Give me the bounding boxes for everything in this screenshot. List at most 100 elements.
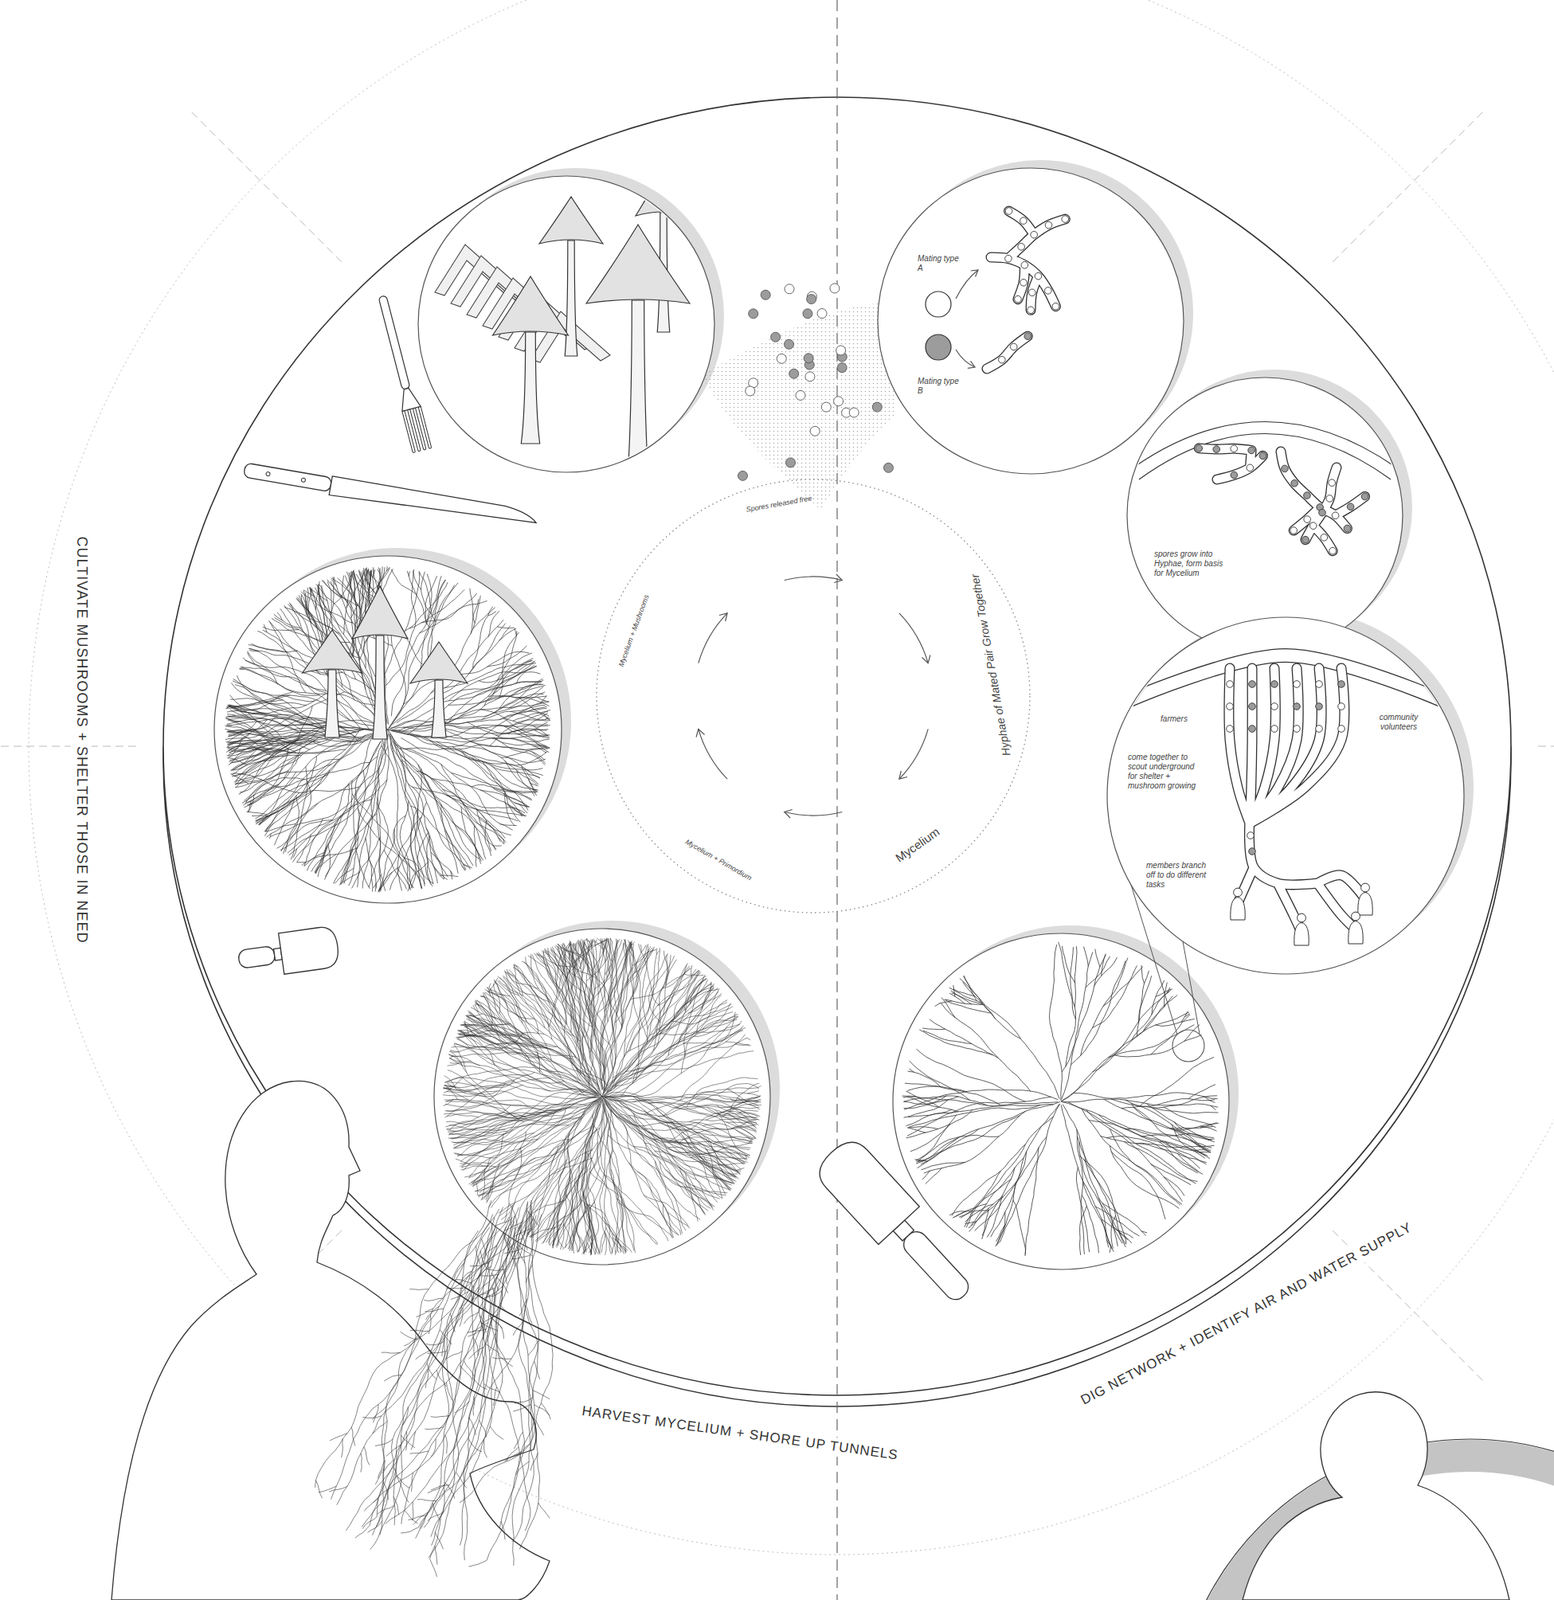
nucleus-dot: [1230, 445, 1238, 453]
person-head: [1297, 913, 1307, 923]
mycelium-network: [902, 942, 1219, 1257]
hypha-outline: [1229, 668, 1366, 933]
cycle-arrow: [784, 576, 843, 580]
knife-handle: [242, 462, 332, 492]
spore: [806, 294, 817, 305]
nucleus-dot: [1291, 479, 1299, 487]
node-shape: [596, 479, 1030, 913]
person-head: [1233, 888, 1243, 897]
spore: [837, 363, 847, 373]
nucleus-dot: [1361, 493, 1369, 501]
person-head: [1361, 883, 1371, 893]
vignette-fill: [418, 176, 715, 473]
fork-icon: [372, 293, 432, 454]
trowel-blade: [810, 1133, 920, 1245]
annotation: members branch off to do different tasks: [1146, 861, 1210, 890]
nucleus-dot: [1281, 465, 1289, 473]
arrow-head: [696, 728, 705, 737]
zoom-line: [1182, 941, 1200, 1034]
nucleus-dot: [1005, 254, 1013, 263]
nucleus-dot: [1246, 464, 1254, 472]
nucleus-dot: [1248, 725, 1257, 733]
text-slot: farmers: [1150, 714, 1198, 725]
cycle-label: Mycelium + Primordium: [683, 837, 753, 883]
fork-neck: [396, 386, 421, 412]
nucleus-dot: [1315, 725, 1324, 733]
annotation: come together to scout underground for s…: [1127, 752, 1205, 791]
node-content: [1133, 422, 1397, 556]
nucleus-dot: [1309, 522, 1317, 530]
nucleus-dot: [1028, 289, 1036, 297]
annotation: community volunteers: [1369, 712, 1429, 732]
nucleus-dot: [1259, 452, 1267, 460]
nucleus-dot: [1045, 287, 1053, 295]
nucleus-dot: [1034, 272, 1042, 280]
label-slot: CULTIVATE MUSHROOMS + SHELTER THOSE IN N…: [70, 532, 92, 949]
vignette-outline: [434, 928, 771, 1265]
nucleus-dot: [1248, 703, 1257, 711]
mushroom-cap: [586, 224, 690, 304]
text-slot: Mycelium + Primordium: [683, 837, 753, 883]
spore: [737, 470, 748, 481]
person-figure: [1348, 921, 1363, 945]
spore: [833, 396, 844, 407]
fork-handle: [378, 295, 411, 391]
nucleus-dot: [1045, 221, 1053, 229]
text-slot: members branch off to do different tasks: [1146, 861, 1210, 890]
mushroom-cap: [635, 168, 692, 216]
node-shape: [877, 168, 1184, 474]
fork-tine: [402, 411, 416, 454]
spore: [760, 289, 771, 300]
hypha-core: [1229, 668, 1366, 933]
text-slot: spores grow into Hyphae, form basis for …: [1154, 549, 1231, 579]
spore: [776, 353, 787, 364]
person-outline: [111, 1080, 550, 1600]
nucleus-dot: [1343, 524, 1351, 533]
node-outline: [877, 168, 1184, 474]
nucleus-dot: [1213, 446, 1221, 454]
nucleus-dot: [1315, 703, 1324, 711]
mycelium-strands: [315, 1200, 554, 1578]
cycle-label: Mycelium: [892, 824, 943, 866]
spore: [748, 309, 759, 319]
stage-label: CULTIVATE MUSHROOMS + SHELTER THOSE IN N…: [70, 532, 92, 949]
text-slot: Mycelium: [892, 824, 943, 866]
nucleus-dot: [1014, 295, 1022, 303]
nucleus-dot: [1271, 703, 1279, 711]
vignette: [434, 928, 771, 1265]
spore: [803, 353, 814, 364]
spore: [795, 390, 806, 400]
nucleus-dot: [1338, 703, 1346, 711]
spore: [805, 371, 815, 382]
arrow-head: [784, 810, 793, 819]
spore: [836, 345, 846, 356]
nucleus-dot: [1293, 681, 1301, 689]
axis-dash: [836, 0, 838, 1600]
text-slot: Mating type A: [917, 254, 960, 274]
person-figure: [1294, 923, 1309, 947]
nucleus-dot: [1195, 445, 1203, 453]
arrow-head: [922, 655, 931, 664]
spore: [784, 339, 795, 349]
mushroom-cap: [539, 196, 603, 244]
spore: [821, 402, 831, 412]
text-slot: Mycelium + Mushrooms: [616, 593, 651, 668]
arrow-curve: [955, 349, 975, 368]
nucleus-dot: [1293, 703, 1301, 711]
arrow-curve: [955, 270, 979, 299]
vignette-content: [902, 942, 1219, 1257]
nucleus-dot: [1320, 534, 1328, 542]
guide-tick: [0, 746, 137, 748]
spore-cloud: [700, 302, 897, 510]
stage-label: HARVEST MYCELIUM + SHORE UP TUNNELS: [575, 1401, 905, 1467]
nucleus-dot: [1331, 512, 1339, 520]
cycle-arrow: [698, 728, 728, 779]
vignette-fill: [214, 555, 562, 904]
node-shape: [1107, 617, 1464, 975]
vignette: [418, 168, 715, 484]
nucleus-dot: [1009, 343, 1018, 351]
tunnel-arc: [1139, 434, 1391, 481]
nucleus-dot: [1061, 215, 1069, 224]
nucleus-dot: [1293, 725, 1301, 733]
